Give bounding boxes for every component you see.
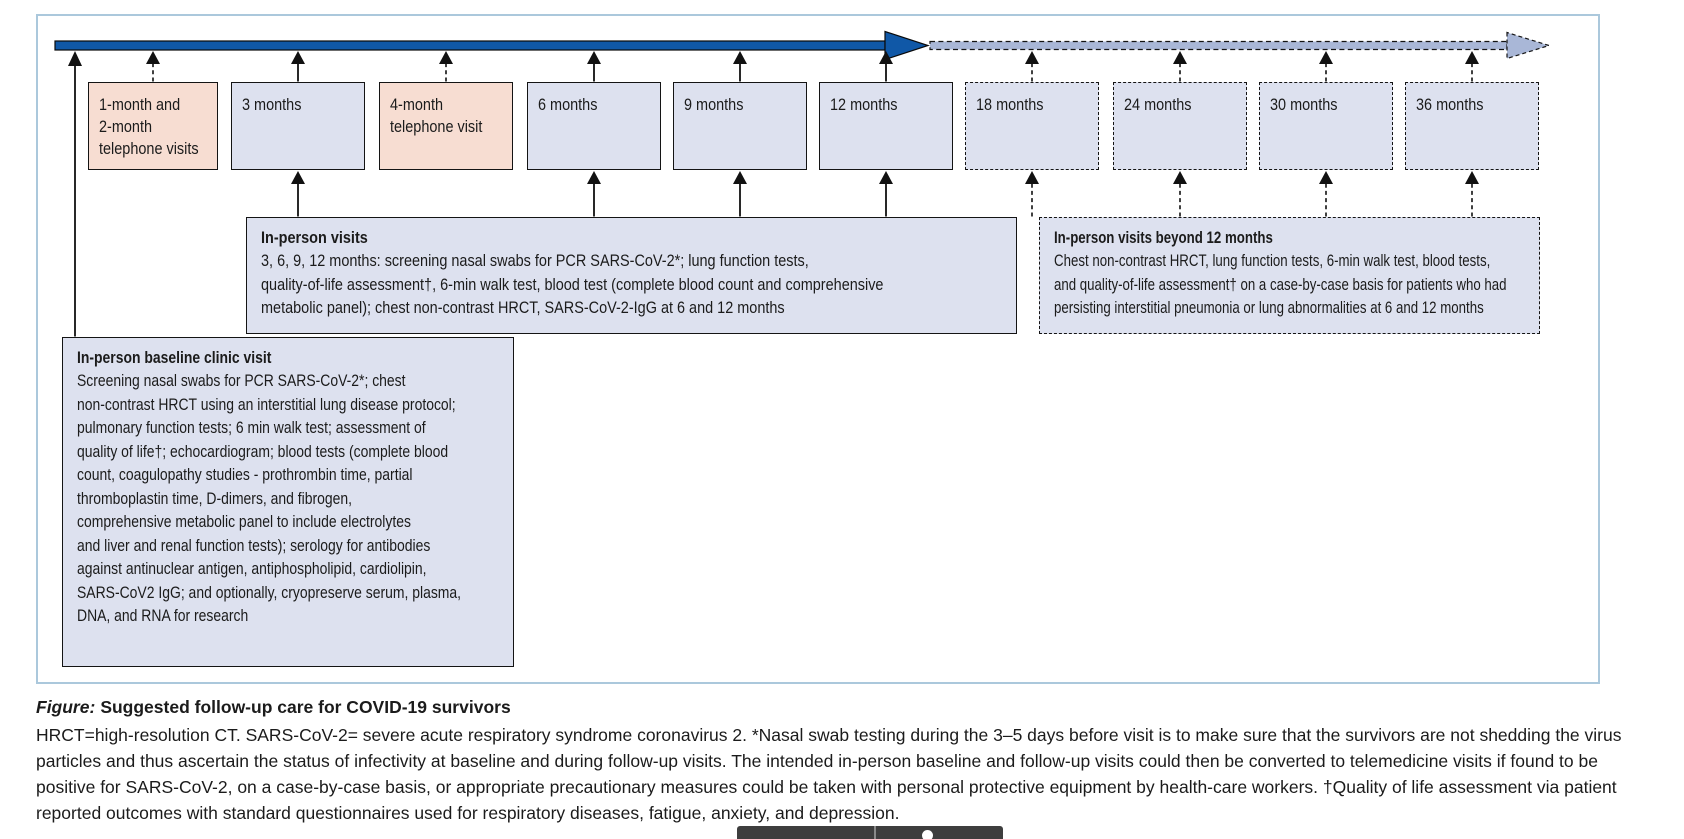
panel-beyond-12-body: Chest non-contrast HRCT, lung function t… bbox=[1054, 251, 1507, 318]
timeline-box-30-months: 30 months bbox=[1259, 82, 1393, 170]
panel-in-person-visits-title: In-person visits bbox=[261, 228, 368, 247]
panel-baseline-title: In-person baseline clinic visit bbox=[77, 348, 272, 367]
box-label: 9 months bbox=[684, 95, 744, 114]
figure-caption-title: Suggested follow-up care for COVID-19 su… bbox=[100, 697, 511, 717]
timeline-box-18-months: 18 months bbox=[965, 82, 1099, 170]
box-label: 1-month and 2-month telephone visits bbox=[99, 95, 199, 159]
box-label: 12 months bbox=[830, 95, 898, 114]
box-label: 3 months bbox=[242, 95, 302, 114]
box-label: 24 months bbox=[1124, 95, 1192, 114]
timeline-box-24-months: 24 months bbox=[1113, 82, 1247, 170]
white-dot-icon bbox=[922, 830, 933, 839]
timeline-box-4-month-telephone: 4-month telephone visit bbox=[379, 82, 513, 170]
figure-caption: Figure:Suggested follow-up care for COVI… bbox=[36, 697, 511, 718]
floating-toolbar-remnant[interactable] bbox=[737, 826, 1003, 839]
box-label: 30 months bbox=[1270, 95, 1338, 114]
panel-in-person-visits: In-person visits 3, 6, 9, 12 months: scr… bbox=[246, 217, 1017, 334]
box-label: 36 months bbox=[1416, 95, 1484, 114]
panel-in-person-visits-body: 3, 6, 9, 12 months: screening nasal swab… bbox=[261, 251, 884, 318]
toolbar-divider bbox=[874, 826, 876, 839]
timeline-box-12-months: 12 months bbox=[819, 82, 953, 170]
timeline-box-6-months: 6 months bbox=[527, 82, 661, 170]
box-label: 6 months bbox=[538, 95, 598, 114]
panel-baseline-body: Screening nasal swabs for PCR SARS-CoV-2… bbox=[77, 371, 462, 625]
timeline-box-3-months: 3 months bbox=[231, 82, 365, 170]
panel-baseline-clinic-visit: In-person baseline clinic visit Screenin… bbox=[62, 337, 514, 667]
timeline-box-1-2-month-telephone: 1-month and 2-month telephone visits bbox=[88, 82, 218, 170]
figure-caption-prefix: Figure: bbox=[36, 697, 96, 717]
panel-in-person-visits-beyond-12-months: In-person visits beyond 12 months Chest … bbox=[1039, 217, 1540, 334]
box-label: 4-month telephone visit bbox=[390, 95, 483, 137]
box-label: 18 months bbox=[976, 95, 1044, 114]
timeline-box-9-months: 9 months bbox=[673, 82, 807, 170]
timeline-box-36-months: 36 months bbox=[1405, 82, 1539, 170]
panel-beyond-12-title: In-person visits beyond 12 months bbox=[1054, 228, 1273, 247]
figure-footnote: HRCT=high-resolution CT. SARS-CoV-2= sev… bbox=[36, 725, 1622, 823]
